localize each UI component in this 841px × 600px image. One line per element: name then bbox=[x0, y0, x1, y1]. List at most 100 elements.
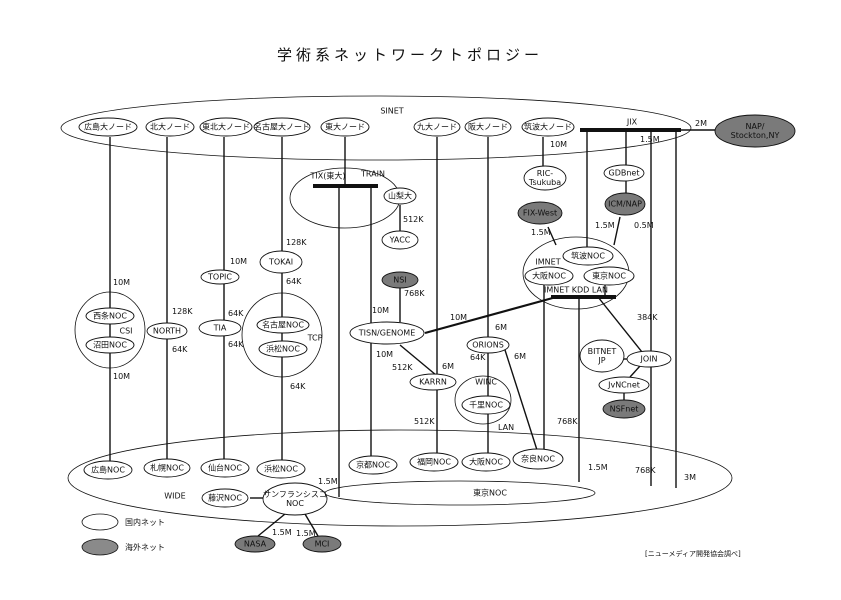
node-label: 名古屋NOC bbox=[262, 320, 304, 330]
node-ellipse bbox=[234, 535, 276, 553]
link-speed-label: 1.5M bbox=[318, 477, 338, 486]
legend-foreign-label: 海外ネット bbox=[125, 542, 165, 552]
link-speed-label: 1.5M bbox=[272, 528, 292, 537]
node-ric: RIC-Tsukuba bbox=[523, 165, 567, 191]
legend: 国内ネット 海外ネット bbox=[81, 513, 165, 556]
node-label: 東北大ノード bbox=[202, 122, 250, 132]
node-ellipse bbox=[714, 114, 796, 148]
node-label: NSFnet bbox=[610, 405, 639, 414]
node-ellipse bbox=[461, 395, 511, 415]
link-speed-label: 1.5M bbox=[640, 135, 660, 144]
link-speed-label: 0.5M bbox=[634, 221, 654, 230]
node-label: 千里NOC bbox=[469, 400, 503, 410]
node-join: JOIN bbox=[626, 350, 672, 368]
train-label: TRAIN bbox=[360, 170, 385, 179]
link-speed-label: 6M bbox=[514, 352, 526, 361]
link-speed-label: 512K bbox=[414, 417, 435, 426]
node-ellipse bbox=[200, 458, 250, 478]
node-ellipse bbox=[603, 164, 645, 182]
link-speed-label: 64K bbox=[286, 277, 302, 286]
node-yacc: YACC bbox=[381, 230, 419, 250]
node-label: 札幌NOC bbox=[150, 463, 184, 473]
node-saijo: 西条NOC bbox=[85, 307, 135, 325]
node-ellipse bbox=[604, 192, 646, 216]
legend-domestic-swatch bbox=[81, 513, 119, 531]
node-label: GDBnet bbox=[609, 169, 640, 178]
node-tsukuba-noc: 筑波NOC bbox=[562, 246, 614, 266]
link-line bbox=[597, 296, 643, 353]
node-ellipse bbox=[521, 117, 575, 137]
node-numata: 沼田NOC bbox=[85, 336, 135, 354]
link-line bbox=[424, 294, 561, 335]
node-label: NORTH bbox=[153, 327, 181, 336]
wide-label: WIDE bbox=[164, 492, 185, 501]
node-ellipse bbox=[524, 266, 574, 286]
node-hiroshima-u: 広島大ノード bbox=[78, 117, 138, 137]
link-speed-label: 1.5M bbox=[296, 529, 316, 538]
link-speed-label: 64K bbox=[228, 309, 244, 318]
link-speed-label: 10M bbox=[113, 278, 130, 287]
csi-label: CSI bbox=[119, 327, 132, 336]
node-ellipse bbox=[262, 482, 328, 516]
node-ellipse bbox=[602, 399, 646, 419]
node-label: サンフランシスコ bbox=[263, 490, 327, 499]
sinet-network-boundary bbox=[60, 95, 692, 161]
link-speed-label: 512K bbox=[392, 363, 413, 372]
node-ellipse bbox=[562, 246, 614, 266]
node-sapporo-noc: 札幌NOC bbox=[143, 458, 191, 478]
node-label: TIA bbox=[213, 324, 227, 333]
node-label: FIX-West bbox=[523, 209, 557, 218]
node-label: KARRN bbox=[419, 378, 447, 387]
node-ellipse bbox=[143, 458, 191, 478]
node-ellipse bbox=[461, 452, 511, 472]
node-label: TOPIC bbox=[207, 273, 232, 282]
node-ellipse bbox=[512, 448, 564, 470]
node-fujisawa-noc: 藤沢NOC bbox=[201, 488, 249, 508]
node-yamanashi: 山梨大 bbox=[383, 187, 417, 205]
link-line bbox=[629, 365, 641, 378]
tcp-label: TCP bbox=[307, 334, 323, 343]
node-ellipse bbox=[200, 269, 240, 285]
node-ellipse bbox=[85, 307, 135, 325]
node-label: 大阪NOC bbox=[532, 271, 566, 281]
node-ellipse bbox=[517, 201, 563, 225]
link-speed-label: 3M bbox=[684, 473, 696, 482]
node-icmnap: ICM/NAP bbox=[604, 192, 646, 216]
node-tokai: TOKAI bbox=[259, 250, 303, 274]
node-label: 九大ノード bbox=[417, 122, 457, 132]
tokyo_noc-label: 東京NOC bbox=[473, 488, 507, 498]
node-ellipse bbox=[409, 373, 457, 391]
link-speed-label: 128K bbox=[172, 307, 193, 316]
node-label: RIC- bbox=[537, 169, 554, 178]
tokyo_noc-network-boundary bbox=[324, 480, 596, 506]
node-nara-noc: 奈良NOC bbox=[512, 448, 564, 470]
link-speed-label: LAN bbox=[498, 423, 514, 432]
link-speed-label: 1.5M bbox=[595, 221, 615, 230]
node-label: 東京NOC bbox=[592, 271, 626, 281]
link-speed-label: 512K bbox=[403, 215, 424, 224]
link-speed-label: 64K bbox=[228, 340, 244, 349]
node-label: NASA bbox=[244, 540, 267, 549]
diagram-title: 学術系ネットワークトポロジー bbox=[277, 46, 543, 64]
node-ellipse bbox=[256, 316, 310, 334]
node-label: TOKAI bbox=[268, 258, 293, 267]
node-ellipse bbox=[256, 459, 306, 479]
node-label: 筑波NOC bbox=[571, 251, 605, 261]
node-ellipse bbox=[409, 452, 459, 472]
node-ellipse bbox=[381, 271, 419, 289]
node-ellipse bbox=[201, 488, 249, 508]
node-label: ORIONS bbox=[472, 341, 504, 350]
link-speed-label: 384K bbox=[637, 313, 658, 322]
imnet_lan-label: IMNET KDD LAN bbox=[544, 286, 608, 295]
node-ellipse bbox=[466, 336, 510, 354]
node-label: JP bbox=[597, 356, 605, 365]
node-label: Tsukuba bbox=[528, 178, 561, 187]
link-speed-label: 64K bbox=[172, 345, 188, 354]
node-fixwest: FIX-West bbox=[517, 201, 563, 225]
node-ellipse bbox=[78, 117, 138, 137]
link-speed-label: 10M bbox=[372, 306, 389, 315]
wide-network-boundary bbox=[67, 429, 733, 527]
node-tokyo-noc-im: 東京NOC bbox=[583, 266, 635, 286]
link-line bbox=[257, 513, 286, 537]
